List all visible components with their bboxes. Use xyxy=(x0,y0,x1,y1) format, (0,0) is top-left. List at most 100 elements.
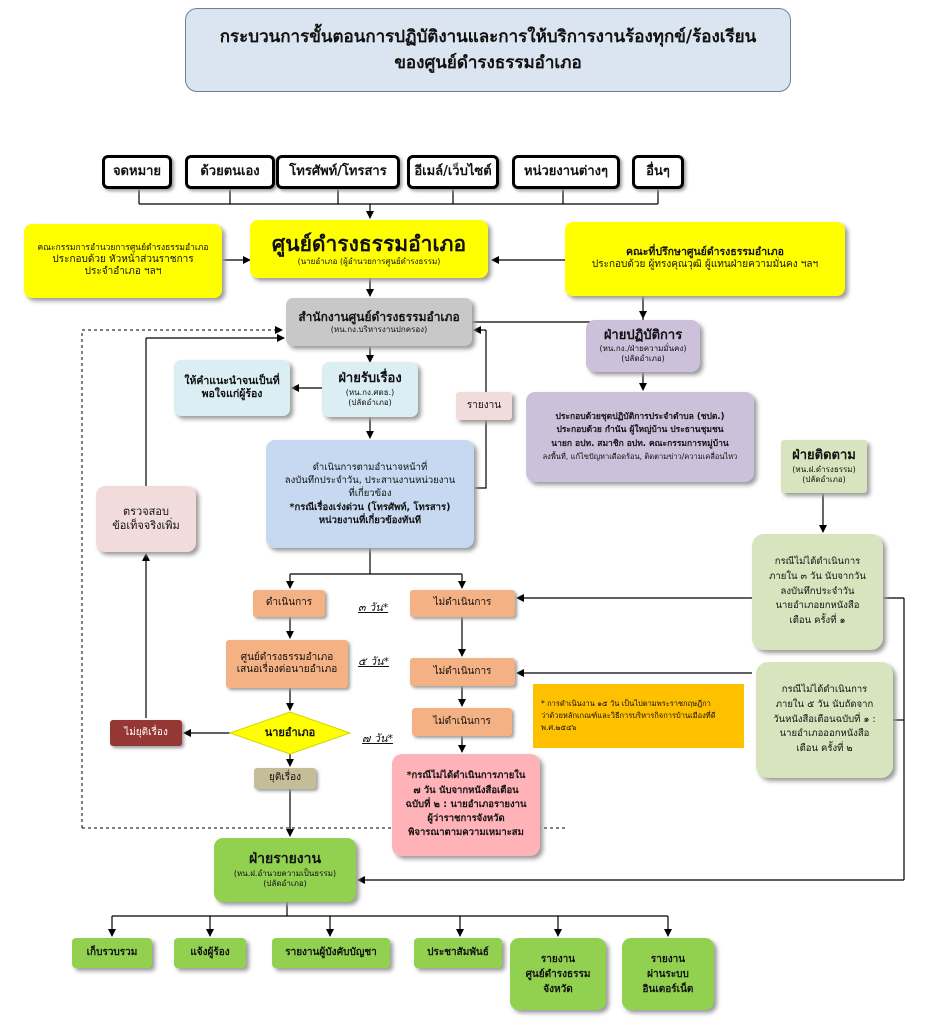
output-report-superior: รายงานผู้บังคับบัญชา xyxy=(272,938,390,968)
not-done-1-label: ไม่ดำเนินการ xyxy=(433,597,492,609)
advisors-title: คณะที่ปรึกษาศูนย์ดำรงธรรมอำเภอ xyxy=(626,246,784,259)
followup-box: ฝ่ายติดตาม (หน.ฝ.ดำรงธรรม) (ปลัดอำเภอ) xyxy=(781,440,867,493)
duties-line-1: ดำเนินการตามอำนาจหน้าที่ xyxy=(312,461,428,473)
advice-line-2: พอใจแก่ผู้ร้อง xyxy=(201,388,263,400)
followup-1-line-5: เตือน ครั้งที่ ๑ xyxy=(789,615,846,627)
intake-box: ฝ่ายรับเรื่อง (หน.กง.ศดธ.) (ปลัดอำเภอ) xyxy=(322,362,418,417)
not-done-1-box: ไม่ดำเนินการ xyxy=(410,590,515,617)
operations-sub-2: (ปลัดอำเภอ) xyxy=(621,354,665,364)
not-done-2-box: ไม่ดำเนินการ xyxy=(410,658,515,686)
not-done-3-box: ไม่ดำเนินการ xyxy=(412,708,512,736)
done-1-box: ดำเนินการ xyxy=(253,590,325,617)
followup-1-line-2: ภายใน ๓ วัน นับจากวัน xyxy=(769,570,866,582)
channel-in-person: ด้วยตนเอง xyxy=(185,155,275,189)
followup-warning-1-box: กรณีไม่ได้ดำเนินการ ภายใน ๓ วัน นับจากวั… xyxy=(752,534,883,650)
escalate-line-1: *กรณีไม่ได้ดำเนินการภายใน xyxy=(406,770,526,782)
operations-sub-1: (หน.กง./ฝ่ายความมั่นคง) xyxy=(599,344,687,354)
channel-email-web-label: อีเมล์/เว็บไซต์ xyxy=(414,163,492,179)
output-report-internet: รายงาน ผ่านระบบ อินเตอร์เน็ต xyxy=(622,938,714,1010)
followup-2-line-1: กรณีไม่ได้ดำเนินการ xyxy=(781,684,868,696)
operations-detail-line-4: ลงพื้นที่, แก้ไขปัญหาเดือดร้อน, ติดตามข่… xyxy=(542,452,738,462)
duties-line-4: *กรณีเรื่องเร่งด่วน (โทรศัพท์, โทรสาร) xyxy=(289,501,451,513)
output-notify-complainant: แจ้งผู้ร้อง xyxy=(174,938,246,968)
duties-line-5: หน่วยงานที่เกี่ยวข้องทันที xyxy=(318,514,422,526)
committee-box: คณะกรรมการอำนวยการศูนย์ดำรงธรรมอำเภอ ประ… xyxy=(24,224,222,298)
not-ended-label: ไม่ยุติเรื่อง xyxy=(124,726,168,738)
followup-sub-2: (ปลัดอำเภอ) xyxy=(802,474,846,484)
legal-note-box: * การดำเนินงาน ๑๕ วัน เป็นไปตามพระราชกฤษ… xyxy=(533,684,744,748)
not-ended-box: ไม่ยุติเรื่อง xyxy=(110,720,182,746)
intake-title: ฝ่ายรับเรื่อง xyxy=(338,371,402,387)
escalate-line-4: ผู้ว่าราชการจังหวัด xyxy=(427,813,505,825)
output-report-province: รายงาน ศูนย์ดำรงธรรม จังหวัด xyxy=(510,938,606,1010)
title-line-1: กระบวนการขั้นตอนการปฏิบัติงานและการให้บร… xyxy=(219,26,757,47)
district-center-sub: (นายอำเภอ (ผู้อำนวยการศูนย์ดำรงธรรม) xyxy=(297,257,441,267)
verify-box: ตรวจสอบ ข้อเท็จจริงเพิ่ม xyxy=(96,486,196,552)
channel-email-web: อีเมล์/เว็บไซต์ xyxy=(407,155,499,189)
operations-detail-line-2: ประกอบด้วย กำนัน ผู้ใหญ่บ้าน ประธานชุมชน xyxy=(556,425,724,436)
committee-title: คณะกรรมการอำนวยการศูนย์ดำรงธรรมอำเภอ xyxy=(37,243,209,254)
output-internet-line-2: ผ่านระบบ xyxy=(647,968,689,980)
output-collect-label: เก็บรวบรวม xyxy=(86,946,138,958)
followup-warning-2-box: กรณีไม่ได้ดำเนินการ ภายใน ๕ วัน นับถัดจา… xyxy=(756,662,893,778)
output-public-relations: ประชาสัมพันธ์ xyxy=(414,938,502,968)
intake-sub-1: (หน.กง.ศดธ.) xyxy=(345,387,395,397)
verify-line-1: ตรวจสอบ xyxy=(123,505,169,519)
followup-1-line-3: ลงบันทึกประจำวัน xyxy=(780,585,855,597)
propose-line-1: ศูนย์ดำรงธรรมอำเภอ xyxy=(240,651,334,663)
operations-detail-line-1: ประกอบด้วยชุดปฏิบัติการประจำตำบล (ชปต.) xyxy=(555,411,725,422)
operations-box: ฝ่ายปฏิบัติการ (หน.กง./ฝ่ายความมั่นคง) (… xyxy=(586,320,700,372)
office-title: สำนักงานศูนย์ดำรงธรรมอำเภอ xyxy=(298,309,460,324)
days-5-label: ๕ วัน* xyxy=(358,655,390,668)
followup-2-line-5: เตือน ครั้งที่ ๒ xyxy=(796,743,853,755)
page-title: กระบวนการขั้นตอนการปฏิบัติงานและการให้บร… xyxy=(185,8,791,92)
channel-agencies-label: หน่วยงานต่างๆ xyxy=(524,163,608,179)
channel-other-label: อื่นๆ xyxy=(646,163,670,179)
output-province-line-3: จังหวัด xyxy=(543,983,573,995)
operations-title: ฝ่ายปฏิบัติการ xyxy=(603,327,683,343)
followup-2-line-3: วันหนังสือเตือนฉบับที่ ๑ : xyxy=(773,713,876,725)
propose-line-2: เสนอเรื่องต่อนายอำเภอ xyxy=(236,664,338,675)
days-7-label: ๗ วัน* xyxy=(362,732,393,745)
office-sub: (หน.กง.บริหารงานปกครอง) xyxy=(330,324,428,334)
advisors-box: คณะที่ปรึกษาศูนย์ดำรงธรรมอำเภอ ประกอบด้ว… xyxy=(565,222,845,296)
advice-line-1: ให้คำแนะนำจนเป็นที่ xyxy=(184,374,280,387)
intake-sub-2: (ปลัดอำเภอ) xyxy=(348,397,392,407)
note-line-1: * การดำเนินงาน ๑๕ วัน เป็นไปตามพระราชกฤษ… xyxy=(541,699,711,708)
channel-phone-fax: โทรศัพท์/โทรสาร xyxy=(276,155,400,189)
channel-mail: จดหมาย xyxy=(102,155,172,189)
office-box: สำนักงานศูนย์ดำรงธรรมอำเภอ (หน.กง.บริหาร… xyxy=(286,298,472,346)
output-internet-line-1: รายงาน xyxy=(650,953,686,965)
escalate-line-2: ๗ วัน นับจากหนังสือเตือน xyxy=(413,784,519,796)
duties-box: ดำเนินการตามอำนาจหน้าที่ ลงบันทึกประจำวั… xyxy=(266,440,474,548)
output-internet-line-3: อินเตอร์เน็ต xyxy=(642,983,694,995)
escalate-line-5: พิจารณาตามความเหมาะสม xyxy=(408,827,524,839)
followup-2-line-4: นายอำเภอออกหนังสือ xyxy=(779,728,870,740)
followup-title: ฝ่ายติดตาม xyxy=(792,448,856,464)
output-report-superior-label: รายงานผู้บังคับบัญชา xyxy=(285,946,377,958)
channel-phone-fax-label: โทรศัพท์/โทรสาร xyxy=(289,163,387,179)
days-3-label: ๓ วัน* xyxy=(358,601,389,614)
decision-diamond xyxy=(228,711,352,755)
report-label-box: รายงาน xyxy=(456,392,512,420)
followup-sub-1: (หน.ฝ.ดำรงธรรม) xyxy=(792,464,856,474)
followup-1-line-1: กรณีไม่ได้ดำเนินการ xyxy=(774,556,861,568)
channel-mail-label: จดหมาย xyxy=(112,163,162,179)
committee-line-1: ประกอบด้วย หัวหน้าส่วนราชการ xyxy=(52,253,194,265)
ended-label: ยุติเรื่อง xyxy=(268,772,302,784)
escalate-line-3: ฉบับที่ ๒ : นายอำเภอรายงาน xyxy=(405,798,527,810)
output-pr-label: ประชาสัมพันธ์ xyxy=(427,946,489,958)
channel-in-person-label: ด้วยตนเอง xyxy=(200,163,260,179)
channel-other: อื่นๆ xyxy=(632,155,684,189)
note-line-2: ว่าด้วยหลักเกณฑ์และวิธีการบริหารกิจการบ้… xyxy=(541,711,716,720)
followup-2-line-2: ภายใน ๕ วัน นับถัดจาก xyxy=(775,698,874,710)
operations-detail-line-3: นายก อปท. สมาชิก อปท. คณะกรรมการหมู่บ้าน xyxy=(551,438,729,449)
propose-box: ศูนย์ดำรงธรรมอำเภอ เสนอเรื่องต่อนายอำเภอ xyxy=(226,640,348,688)
duties-line-3: ที่เกี่ยวข้อง xyxy=(348,488,392,500)
district-center-box: ศูนย์ดำรงธรรมอำเภอ (นายอำเภอ (ผู้อำนวยกา… xyxy=(250,220,488,278)
reporting-title: ฝ่ายรายงาน xyxy=(248,851,322,868)
channel-agencies: หน่วยงานต่างๆ xyxy=(512,155,620,189)
verify-line-2: ข้อเท็จจริงเพิ่ม xyxy=(112,519,180,532)
done-1-label: ดำเนินการ xyxy=(265,597,313,609)
not-done-2-label: ไม่ดำเนินการ xyxy=(433,665,492,677)
